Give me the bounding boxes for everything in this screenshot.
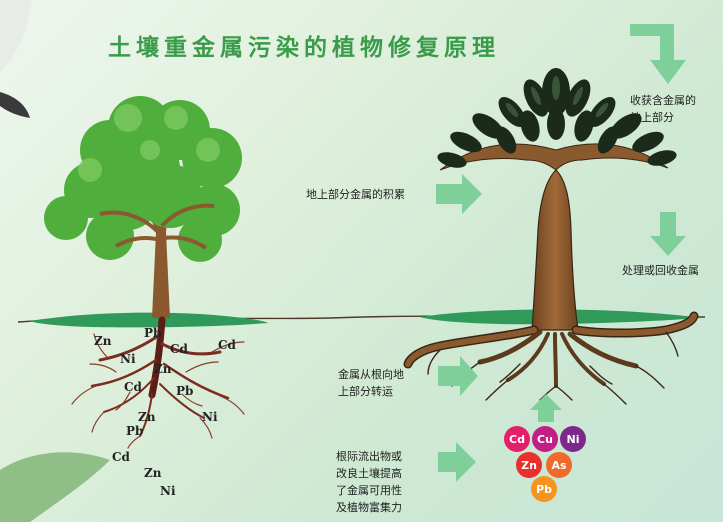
label-accumulate: 地上部分金属的积累 [306,186,405,203]
soil-metal: Cd [112,450,130,464]
root-metal: Zn [94,334,111,348]
arrow-accumulate [436,174,482,214]
metal-bubble: Cd [504,426,530,452]
root-metal: Pb [176,384,193,398]
label-harvest: 收获含金属的 地上部分 [630,92,696,126]
metal-bubble: Cu [532,426,558,452]
root-metal: Pb [126,424,143,438]
arrow-process [650,212,686,256]
diagram-title: 土壤重金属污染的植物修复原理 [108,28,500,62]
root-metal: Zn [138,410,155,424]
soil-metal: Zn [144,466,161,480]
arrow-harvest [630,24,686,84]
label-transport: 金属从根向地 上部分转运 [338,366,404,400]
metal-bubble: Ni [560,426,586,452]
arrow-transport [438,356,478,396]
metal-bubble: Zn [516,452,542,478]
label-exudate: 根际流出物或 改良土壤提高 了金属可用性 及植物富集力 [336,448,402,516]
ground-line [18,309,705,327]
decorative-leaf-bottom-left [0,452,110,522]
decorative-leaf-top-left [0,0,32,72]
label-process: 处理或回收金属 [622,262,699,279]
root-metal: Zn [154,362,171,376]
root-metal: Pb [144,326,161,340]
metal-bubble: Pb [531,476,557,502]
root-metal: Cd [218,338,236,352]
root-metal: Cd [124,380,142,394]
arrow-upward-metals [530,394,562,422]
root-metal: Ni [202,410,218,424]
decorative-leaf-left [0,92,30,118]
arrow-exudate [438,442,476,482]
right-tree-trunk [532,170,578,330]
left-tree [44,96,242,318]
soil-metal: Ni [160,484,176,498]
root-metal: Cd [170,342,188,356]
root-metal: Ni [120,352,136,366]
metal-bubble: As [546,452,572,478]
